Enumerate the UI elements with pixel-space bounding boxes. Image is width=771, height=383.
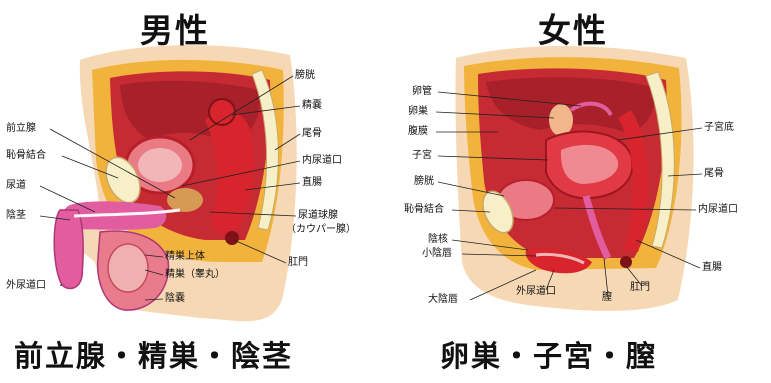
label-urethra: 尿道 <box>6 180 26 192</box>
label-labia-majora: 大陰唇 <box>428 294 458 306</box>
label-coccyx: 尾骨 <box>704 168 724 180</box>
male-heading: 男性 <box>140 4 210 52</box>
female-caption: 卵巣・子宮・膣 <box>440 333 657 375</box>
label-coccyx: 尾骨 <box>302 128 322 140</box>
label-bulbourethral-gland: 尿道球腺 <box>298 210 338 222</box>
label-pubic-symphysis: 恥骨結合 <box>6 150 46 162</box>
label-clitoris: 陰核 <box>428 234 448 246</box>
label-uterus: 子宮 <box>412 150 432 162</box>
label-prostate: 前立腺 <box>6 123 36 135</box>
label-bladder: 膀胱 <box>414 176 434 188</box>
label-labia-minora: 小陰唇 <box>422 248 452 260</box>
label-anus: 肛門 <box>288 257 308 269</box>
female-anatomy-illustration <box>386 0 771 383</box>
label-rectum: 直腸 <box>702 262 722 274</box>
label-fimbria: 腹膜 <box>408 126 428 138</box>
label-external-urethral-orifice: 外尿道口 <box>516 286 556 298</box>
label-ovary: 卵巣 <box>408 106 428 118</box>
male-panel: 男性 前立腺 恥骨結合 尿道 陰茎 外尿道口 膀胱 精嚢 尾骨 内尿道口 直腸 … <box>0 0 385 383</box>
label-vagina: 膣 <box>602 292 612 304</box>
label-rectum: 直腸 <box>302 177 322 189</box>
label-cowper-gland: （カウパー腺） <box>286 224 356 236</box>
label-external-urethral-orifice: 外尿道口 <box>6 280 46 292</box>
label-pubic-symphysis: 恥骨結合 <box>404 204 444 216</box>
label-seminal-vesicle: 精嚢 <box>302 100 322 112</box>
male-anatomy-illustration <box>0 0 385 383</box>
label-fundus: 子宮底 <box>704 122 734 134</box>
male-caption: 前立腺・精巣・陰茎 <box>14 333 293 375</box>
label-testis: 精巣（睾丸） <box>165 269 225 281</box>
label-bladder: 膀胱 <box>295 70 315 82</box>
label-internal-urethral-orifice: 内尿道口 <box>698 204 738 216</box>
label-epididymis: 精巣上体 <box>165 251 205 263</box>
label-internal-urethral-orifice: 内尿道口 <box>302 155 342 167</box>
label-penis: 陰茎 <box>6 210 26 222</box>
female-panel: 女性 卵管 卵巣 腹膜 子宮 膀胱 恥骨結合 陰核 小陰唇 大陰唇 外尿道口 膣… <box>386 0 771 383</box>
label-scrotum: 陰嚢 <box>165 293 185 305</box>
label-anus: 肛門 <box>630 282 650 294</box>
label-fallopian-tube: 卵管 <box>412 86 432 98</box>
female-heading: 女性 <box>538 4 608 52</box>
